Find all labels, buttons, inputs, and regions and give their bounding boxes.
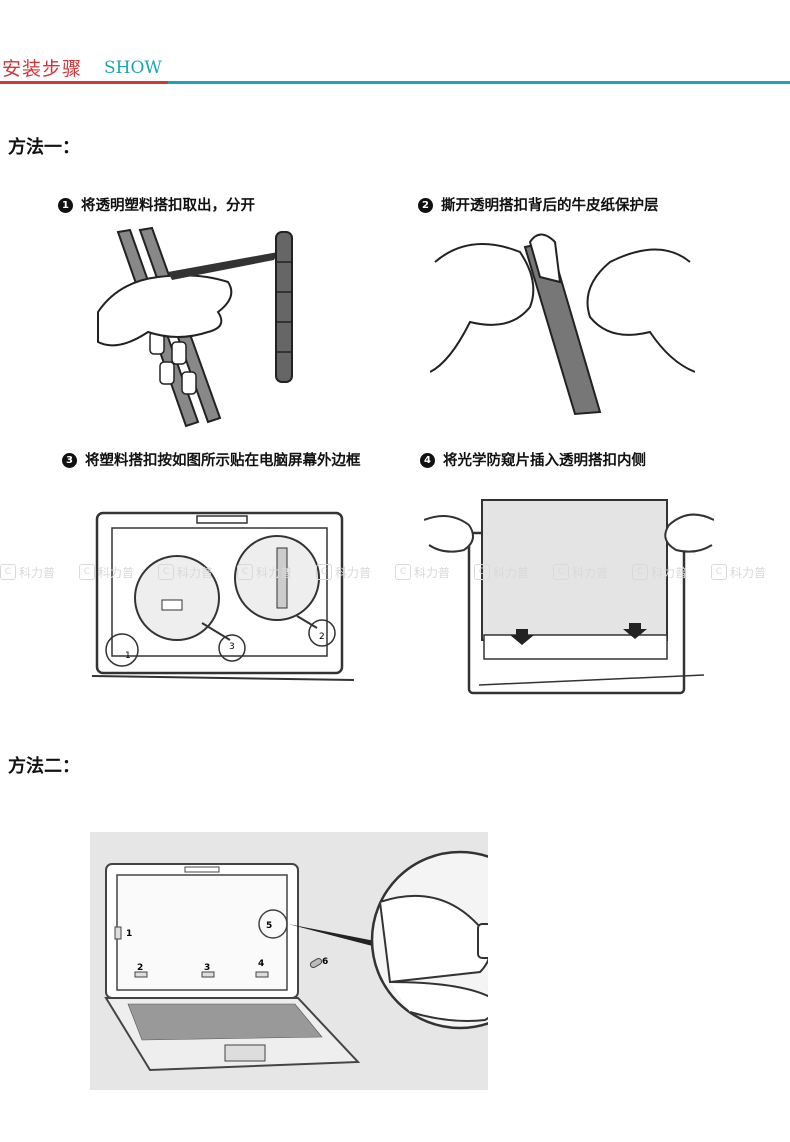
step-4: 4 将光学防窥片插入透明搭扣内侧 [420,452,750,470]
method2-title: 方法二： [8,756,80,777]
header-underline-red [0,81,168,84]
step-1-number: 1 [58,198,73,213]
illustration-peel-backing [430,233,695,416]
step-2: 2 撕开透明搭扣背后的牛皮纸保护层 [418,197,758,215]
step-1: 1 将透明塑料搭扣取出，分开 [58,197,358,215]
section-header: 安装步骤 SHOW [0,52,790,86]
step-3: 3 将塑料搭扣按如图所示贴在电脑屏幕外边框 [62,452,362,470]
m2-callout-6: 6 [322,957,328,967]
header-underline-teal [168,81,790,84]
m2-callout-5: 5 [266,921,272,931]
callout-2: 2 [319,632,325,642]
step-4-number: 4 [420,453,435,468]
callout-3: 3 [229,642,235,652]
illustration-laptop-clips: 1 3 2 [92,511,354,681]
step-4-text: 将光学防窥片插入透明搭扣内侧 [443,453,646,469]
m2-callout-4: 4 [258,959,264,969]
step-3-number: 3 [62,453,77,468]
m2-callout-2: 2 [137,963,143,973]
m2-callout-3: 3 [204,963,210,973]
step-3-text: 将塑料搭扣按如图所示贴在电脑屏幕外边框 [85,453,361,469]
section-title-en: SHOW [104,58,162,78]
step-1-text: 将透明塑料搭扣取出，分开 [81,198,255,214]
illustration-insert-filter [424,499,714,695]
illustration-method2-laptop: 1 2 3 4 5 6 [90,832,488,1090]
callout-1: 1 [125,651,131,661]
section-title-cn: 安装步骤 [2,58,83,80]
m2-callout-1: 1 [126,929,132,939]
step-2-text: 撕开透明搭扣背后的牛皮纸保护层 [441,198,659,214]
step-2-number: 2 [418,198,433,213]
illustration-clips-separate [97,226,293,428]
method1-title: 方法一： [8,137,80,158]
